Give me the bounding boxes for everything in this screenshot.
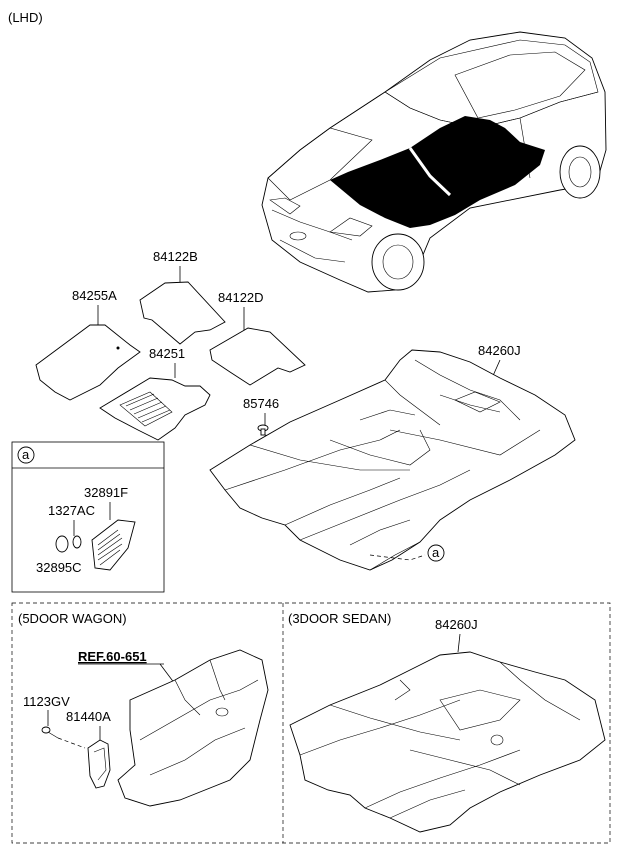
label-84122B: 84122B [153,249,198,264]
floor-section-5door [117,649,269,807]
mat-84251 [99,377,211,441]
label-84251: 84251 [149,346,185,361]
mat-84122D [209,327,306,386]
lower-panels-border [11,602,611,844]
panel-title-5door-wagon: (5DOOR WAGON) [18,611,127,626]
variant-label: (LHD) [8,10,43,25]
label-85746: 85746 [243,396,279,411]
clip-85746 [257,424,269,436]
detail-box-marker: a [22,447,30,462]
floor-carpet-black-shape [330,116,545,228]
ref-label: REF.60-651 [78,649,147,664]
panel-title-3door-sedan: (3DOOR SEDAN) [288,611,391,626]
marker-a-floor-text: a [432,545,440,560]
nut-1327AC [72,535,82,549]
bracket-81440A [87,739,111,789]
car-illustration [261,31,607,293]
label-84260J-top: 84260J [478,343,521,358]
mat-84122B [139,281,226,345]
label-81440A: 81440A [66,709,111,724]
label-84260J-bottom: 84260J [435,617,478,632]
floor-carpet-84260J-top [209,349,576,571]
pedal-pad-32891F [91,519,136,571]
floor-carpet-84260J-sedan [289,651,606,833]
label-32891F: 32891F [84,485,128,500]
label-84255A: 84255A [72,288,117,303]
screw-1123GV [41,726,59,739]
label-84122D: 84122D [218,290,264,305]
mat-84255A [35,324,141,401]
label-1327AC: 1327AC [48,503,95,518]
label-1123GV: 1123GV [23,694,70,709]
grommet-32895C [55,535,69,553]
detail-box-a: a 32891F 1327AC 32895C [11,441,165,593]
mat-84251-texture [119,391,173,427]
label-32895C: 32895C [36,560,82,575]
marker-a-floor [427,544,445,562]
